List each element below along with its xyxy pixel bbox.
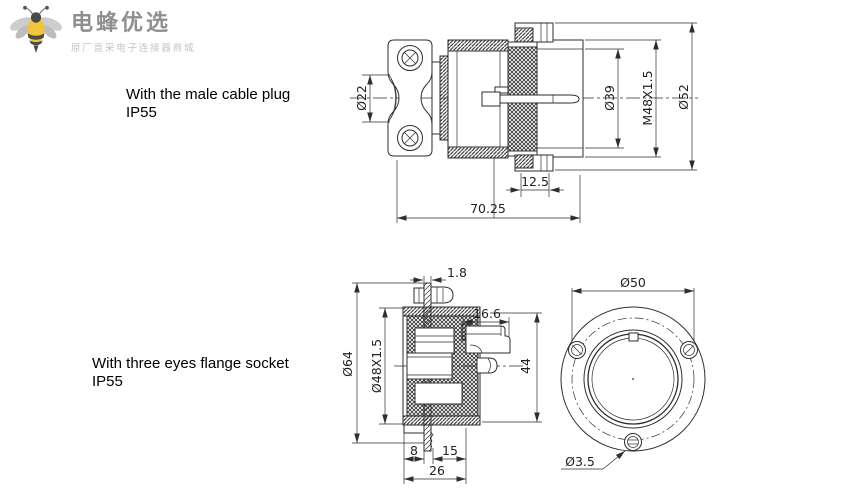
dim-label-insert: Ø39 xyxy=(602,85,617,111)
dim-label-mounting-hole: Ø3.5 xyxy=(565,454,595,469)
dim-socket-thread: Ø48X1.5 xyxy=(369,307,403,425)
dim-label-overall-length: 70.25 xyxy=(470,201,506,216)
key-notch xyxy=(628,332,639,342)
male-plug-caption-line2: IP55 xyxy=(126,104,157,121)
dim-label-bolt-circle: Ø50 xyxy=(620,275,646,290)
dim-front-to-flange: 8 xyxy=(403,427,425,464)
dim-insert: Ø39 xyxy=(585,48,624,149)
flange-socket-caption-line2: IP55 xyxy=(92,373,123,390)
mounting-hole-top-right xyxy=(680,341,698,359)
dim-label-overall-depth: 26 xyxy=(429,463,445,478)
flange-rim-bottom xyxy=(514,154,554,172)
dim-label-front-to-flange: 8 xyxy=(410,443,418,458)
dim-flange-offset: 12.5 xyxy=(506,173,564,197)
dim-label-flange-offset: 12.5 xyxy=(521,174,549,189)
dim-label-body-height: 44 xyxy=(518,358,533,374)
flange-socket-section-drawing: 1.8 Ø64 Ø48X1.5 16.6 xyxy=(340,265,542,484)
dim-label-nose-length: 16.6 xyxy=(473,306,501,321)
flange-socket-front-drawing: Ø50 Ø3.5 xyxy=(560,275,706,470)
dim-mounting-hole: Ø3.5 xyxy=(561,450,626,470)
logo: 电蜂优选 原厂直采电子连接器商城 xyxy=(10,5,195,55)
logo-subtitle: 原厂直采电子连接器商城 xyxy=(71,43,196,54)
male-plug-caption: With the male cable plug IP55 xyxy=(126,86,290,122)
dim-label-shell: Ø52 xyxy=(676,84,691,110)
contact-pin xyxy=(481,86,580,107)
dim-label-cable-entry: Ø22 xyxy=(354,85,369,111)
dim-label-flange-to-rear: 15 xyxy=(442,443,458,458)
flange-socket-caption-line1: With three eyes flange socket xyxy=(92,355,289,372)
male-plug-caption-line1: With the male cable plug xyxy=(126,86,291,103)
dim-label-flange-thickness: 1.8 xyxy=(447,265,467,280)
dim-bolt-circle: Ø50 xyxy=(571,275,695,342)
cable-clamp xyxy=(387,39,449,157)
dim-flange-od: Ø64 xyxy=(340,282,424,444)
dim-cable-entry: Ø22 xyxy=(354,74,390,123)
mounting-screw xyxy=(413,286,454,304)
solder-contact xyxy=(476,357,498,374)
male-plug-drawing: Ø22 Ø39 M48X1.5 Ø52 xyxy=(350,22,698,223)
dim-shell: Ø52 xyxy=(555,22,697,171)
dim-flange-to-rear: 15 xyxy=(432,428,467,464)
dim-overall-depth: 26 xyxy=(403,463,467,484)
flange-socket-caption: With three eyes flange socket IP55 xyxy=(92,355,289,391)
clamp-screw-bottom xyxy=(397,125,423,151)
mounting-hole-bottom xyxy=(624,433,642,451)
dim-flange-thickness: 1.8 xyxy=(410,265,467,283)
dim-label-socket-thread: Ø48X1.5 xyxy=(369,339,384,393)
logo-title: 电蜂优选 xyxy=(71,11,172,36)
dim-nose-length: 16.6 xyxy=(462,306,510,336)
dim-label-flange-od: Ø64 xyxy=(340,351,355,377)
dim-overall-length: 70.25 xyxy=(396,160,581,223)
dim-thread: M48X1.5 xyxy=(585,39,661,158)
socket-nose xyxy=(461,323,511,354)
dim-label-thread: M48X1.5 xyxy=(640,70,655,125)
plug-body xyxy=(447,39,509,159)
bee-icon xyxy=(10,5,62,53)
flange-rim-top xyxy=(514,22,554,43)
dim-body-height: 44 xyxy=(482,312,542,423)
clamp-screw-top xyxy=(397,45,423,71)
flange-circles xyxy=(560,306,706,452)
mounting-hole-top-left xyxy=(568,341,586,359)
